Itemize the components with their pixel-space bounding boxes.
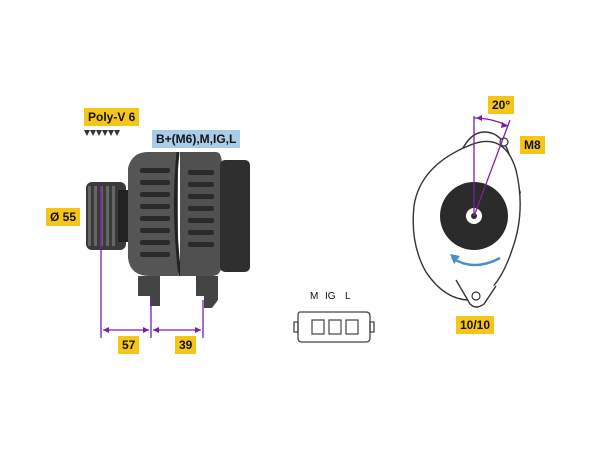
mount-spacing-label: 10/10 (456, 316, 495, 334)
dimension-lines (100, 186, 204, 338)
rear-housing (180, 152, 222, 276)
angle-indicator (473, 115, 511, 217)
terminals-label: B+(M6),M,IG,L (152, 130, 241, 148)
front-view (412, 115, 522, 308)
belt-profile-icon (84, 130, 120, 136)
connector-pin-m: M (310, 291, 319, 302)
dimension-rear-label: 39 (175, 336, 197, 354)
pulley-diameter-label: Ø 55 (46, 208, 81, 226)
rear-cover (220, 160, 250, 272)
connector-pin-ig: IG (325, 291, 336, 302)
connector-pin-l: L (345, 291, 351, 302)
dimension-front-label: 57 (118, 336, 140, 354)
mounting-feet (138, 276, 218, 308)
connector-plug (293, 311, 375, 343)
pulley (86, 182, 128, 250)
front-housing (128, 152, 178, 276)
belt-label: Poly-V 6 (84, 108, 140, 126)
angle-label: 20° (488, 96, 515, 114)
mount-thread-label: M8 (520, 136, 545, 154)
bottom-mount-hole (471, 291, 481, 301)
side-view (84, 130, 250, 338)
